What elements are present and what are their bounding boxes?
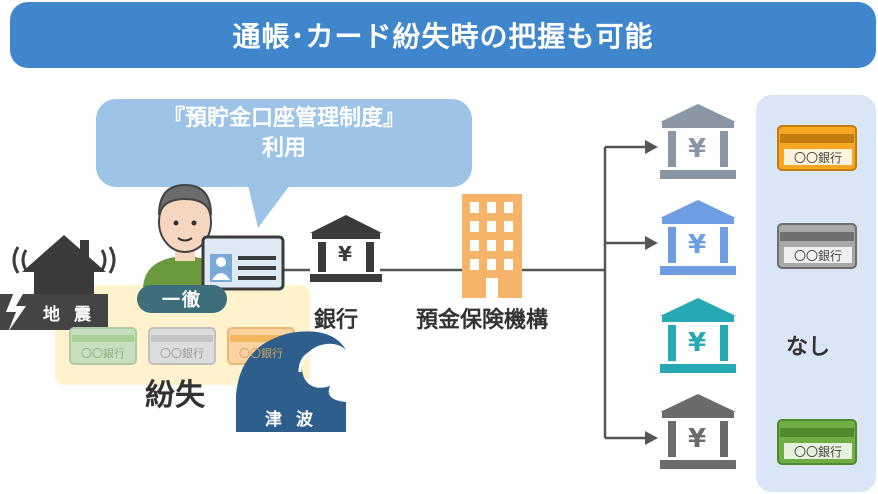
card-icon xyxy=(148,327,216,365)
id-card-icon xyxy=(201,235,285,291)
bank-yen-symbol: ¥ xyxy=(338,242,352,266)
person-name-tag xyxy=(137,285,227,313)
lightning-icon xyxy=(6,292,26,332)
card-label: 〇〇銀行 xyxy=(160,347,204,360)
no-card-panel xyxy=(756,95,876,492)
bank-yen-symbol: ¥ xyxy=(688,134,707,164)
bank-icon xyxy=(660,394,736,469)
bank-yen-symbol: ¥ xyxy=(688,230,707,260)
bank-label: 銀行 xyxy=(314,308,359,333)
bubble-text: 『預貯金口座管理制度』 利用 xyxy=(96,104,472,164)
card-label: 〇〇銀行 xyxy=(239,347,283,360)
bank-icon xyxy=(660,104,736,179)
bank-icon xyxy=(660,200,736,275)
arrow-icon xyxy=(645,140,658,445)
card-label: 〇〇銀行 xyxy=(793,151,842,165)
bubble-line-2: 利用 xyxy=(261,136,306,161)
card-icon xyxy=(777,125,857,171)
tsunami-label: 津 波 xyxy=(265,409,317,430)
lost-label: 紛失 xyxy=(145,378,205,413)
building-icon xyxy=(462,194,522,298)
title-bar: 通帳･カード紛失時の把握も可能 xyxy=(10,2,876,68)
bank-icon xyxy=(310,215,382,282)
card-icon xyxy=(69,327,137,365)
none-label: なし xyxy=(786,335,831,360)
bubble-line-1: 『預貯金口座管理制度』 xyxy=(162,106,405,131)
card-label: 〇〇銀行 xyxy=(81,347,125,360)
page-title: 通帳･カード紛失時の把握も可能 xyxy=(232,20,654,53)
agency-label: 預金保険機構 xyxy=(416,308,549,333)
connector-lines xyxy=(283,145,645,440)
card-label: 〇〇銀行 xyxy=(793,249,842,263)
bank-yen-symbol: ¥ xyxy=(688,328,707,358)
bank-icon xyxy=(660,298,736,373)
card-icon xyxy=(777,419,857,465)
card-label: 〇〇銀行 xyxy=(793,445,842,459)
person-name: 一徹 xyxy=(162,290,202,311)
wave-icon xyxy=(236,331,346,432)
bank-yen-symbol: ¥ xyxy=(688,424,707,454)
earthquake-label: 地 震 xyxy=(43,304,95,325)
speech-bubble xyxy=(96,99,472,228)
card-icon xyxy=(777,223,857,269)
